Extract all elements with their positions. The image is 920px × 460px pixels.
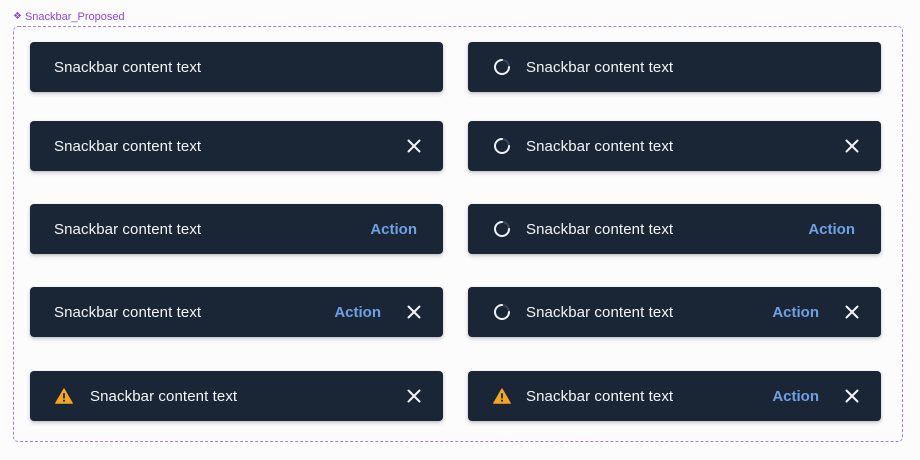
snackbar-text: Snackbar content text <box>526 303 674 321</box>
close-icon <box>845 389 859 403</box>
close-button[interactable] <box>841 301 863 323</box>
snackbar-loading-action: Snackbar content text Action <box>468 204 881 254</box>
snackbar-warning-action-dismissible: Snackbar content text Action <box>468 371 881 421</box>
snackbar-text: Snackbar content text <box>526 137 674 155</box>
action-button[interactable]: Action <box>766 304 825 321</box>
snackbar-text: Snackbar content text <box>526 220 674 238</box>
frame-title: Snackbar_Proposed <box>24 11 125 23</box>
spinner-icon <box>492 136 512 156</box>
snackbar-action: Snackbar content text Action <box>30 204 443 254</box>
snackbar-text: Snackbar content text <box>90 387 238 405</box>
close-button[interactable] <box>403 301 425 323</box>
snackbar-warning-dismissible: Snackbar content text <box>30 371 443 421</box>
snackbar-text: Snackbar content text <box>54 58 202 76</box>
component-icon: ❖ <box>13 11 22 22</box>
close-button[interactable] <box>841 135 863 157</box>
snackbar-dismissible: Snackbar content text <box>30 121 443 171</box>
close-icon <box>407 139 421 153</box>
close-icon <box>845 139 859 153</box>
close-button[interactable] <box>841 385 863 407</box>
spinner-icon <box>492 302 512 322</box>
snackbar-text: Snackbar content text <box>54 137 202 155</box>
warning-icon <box>492 386 512 406</box>
action-button[interactable]: Action <box>802 221 861 238</box>
snackbar-frame <box>13 26 903 442</box>
snackbar-text: Snackbar content text <box>54 220 202 238</box>
spinner-icon <box>492 219 512 239</box>
spinner-icon <box>492 57 512 77</box>
snackbar-text: Snackbar content text <box>526 387 674 405</box>
snackbar-basic: Snackbar content text <box>30 42 443 92</box>
snackbar-text: Snackbar content text <box>54 303 202 321</box>
warning-icon <box>54 386 74 406</box>
snackbar-text: Snackbar content text <box>526 58 674 76</box>
frame-label: ❖ Snackbar_Proposed <box>13 10 125 24</box>
snackbar-loading-action-dismissible: Snackbar content text Action <box>468 287 881 337</box>
snackbar-action-dismissible: Snackbar content text Action <box>30 287 443 337</box>
action-button[interactable]: Action <box>766 388 825 405</box>
snackbar-loading-dismissible: Snackbar content text <box>468 121 881 171</box>
close-button[interactable] <box>403 135 425 157</box>
close-button[interactable] <box>403 385 425 407</box>
close-icon <box>407 305 421 319</box>
snackbar-loading: Snackbar content text <box>468 42 881 92</box>
action-button[interactable]: Action <box>364 221 423 238</box>
close-icon <box>407 389 421 403</box>
close-icon <box>845 305 859 319</box>
action-button[interactable]: Action <box>328 304 387 321</box>
